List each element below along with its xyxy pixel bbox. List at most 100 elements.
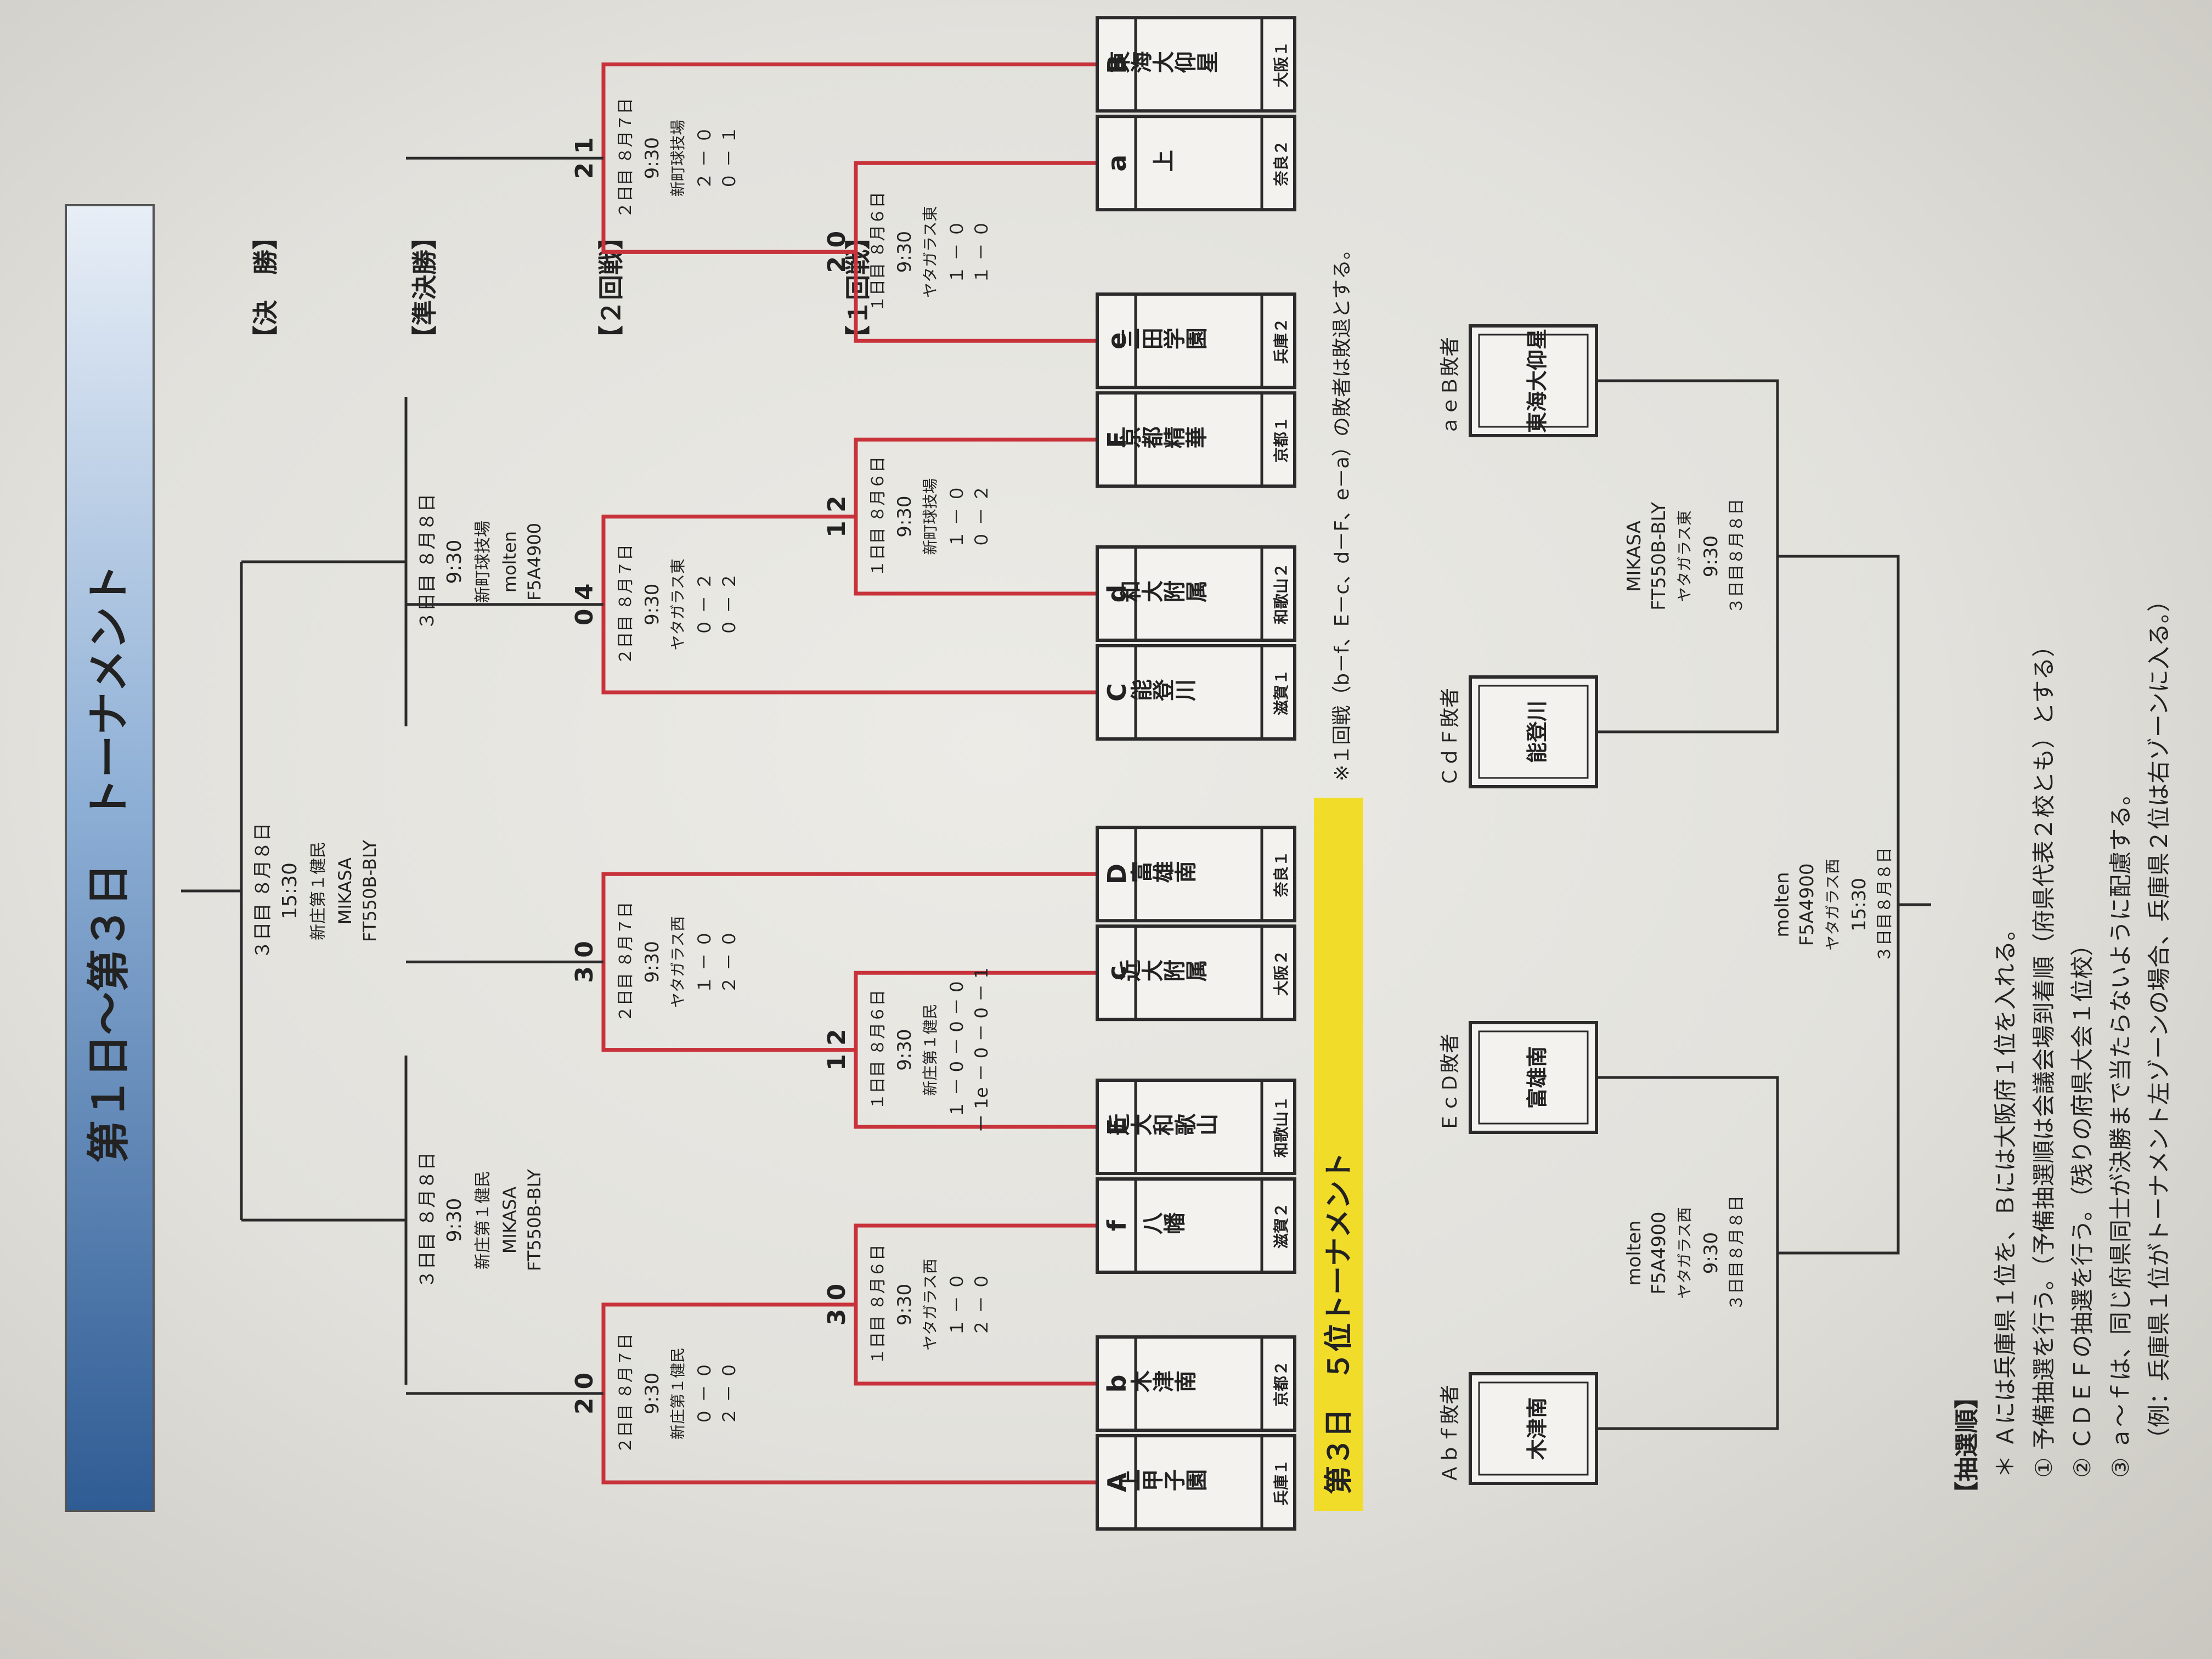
svg-text:molten: molten: [499, 531, 520, 592]
team-pref: 滋賀２: [1272, 1203, 1290, 1249]
team-slot: C: [1102, 683, 1132, 702]
match-time: 9:30: [894, 1029, 916, 1070]
match-time: 15:30: [1848, 878, 1870, 932]
fifth-title-highlight: [1314, 798, 1363, 1511]
match-time: 9:30: [894, 495, 916, 537]
match-date: ３日目８月８日: [1727, 1195, 1746, 1311]
semi-left-info: ３日目 ８月８日 9:30 新庄第１健民 MIKASA FT550B-BLY: [416, 1152, 545, 1289]
team-name: 上甲子園: [1119, 1470, 1207, 1495]
team-name: 近大和歌山: [1108, 1114, 1218, 1139]
match-score-2: ２ － ０: [971, 1273, 992, 1336]
team-name: 八幡: [1141, 1212, 1185, 1238]
team-pref: 兵庫１: [1272, 1459, 1290, 1505]
team-name: 東海大仰星: [1108, 51, 1218, 77]
match-score-1: １ － ０: [946, 1273, 967, 1336]
svg-text:新町球技場: 新町球技場: [473, 521, 493, 603]
match-date: ３日目８月８日: [1875, 847, 1894, 962]
semi-right-info: ３日目 ８月８日 9:30 新町球技場 molten F5A4900: [416, 494, 545, 630]
svg-text:MIKASA: MIKASA: [335, 857, 356, 924]
title-bar: [65, 204, 155, 1512]
match-date: ２日目 ８月７日: [616, 902, 635, 1023]
match-score-2: ２ － ０: [719, 1362, 740, 1425]
match-score-2: ２ － ０: [719, 930, 740, 994]
svg-text:新庄第１健民: 新庄第１健民: [473, 1171, 493, 1269]
svg-text:３日目 ８月８日: ３日目 ８月８日: [252, 823, 274, 960]
draw-heading: 【抽選順】: [1953, 1385, 1981, 1505]
svg-text:３日目 ８月８日: ３日目 ８月８日: [416, 494, 438, 630]
team-slot: B: [1102, 55, 1132, 74]
match-date: １日目 ８月６日: [868, 191, 888, 312]
fifth-box-3: ＣｄＦ敗者 能登川: [1439, 675, 1598, 788]
svg-text:FT550B-BLY: FT550B-BLY: [359, 840, 380, 942]
draw-line-1: ＊ Ａには兵庫県１位を、Ｂには大阪府１位を入れる。: [1992, 918, 2019, 1478]
fifth-box-label: ＥｃＤ敗者: [1439, 1034, 1462, 1132]
team-pref: 和歌山２: [1272, 563, 1290, 624]
match-time: 9:30: [641, 1373, 663, 1414]
match-ball-1: molten: [1623, 1220, 1645, 1285]
semi-left-line: [241, 1056, 408, 1385]
match-date: ２日目 ８月７日: [616, 98, 635, 218]
final-match-info: ３日目 ８月８日 15:30 新庄第１健民 MIKASA FT550B-BLY: [252, 823, 380, 960]
team-name: 上: [1152, 150, 1174, 176]
team-pref: 大阪１: [1272, 41, 1290, 87]
match-time: 9:30: [894, 231, 916, 273]
team-pref: 京都２: [1272, 1361, 1290, 1407]
fifth-place-bracket: Ａｂｆ敗者木津南 ＥｃＤ敗者富雄南 ＣｄＦ敗者 能登川 ａｅＢ敗者東海大仰星 molten…: [1439, 324, 1931, 1485]
svg-text:15:30: 15:30: [279, 862, 301, 919]
match-score-1: ０ － ２: [694, 573, 715, 636]
match-score-1: １ － ０: [694, 930, 715, 994]
fifth-box-4: ａｅＢ敗者東海大仰星: [1439, 324, 1598, 437]
svg-text:FT550B-BLY: FT550B-BLY: [524, 1169, 545, 1271]
team-pref: 奈良１: [1272, 851, 1290, 898]
team-slot: a: [1102, 155, 1132, 172]
match-time: 9:30: [894, 1284, 916, 1325]
match-ball-2: F5A4900: [1648, 1212, 1670, 1295]
fifth-box-name: 能登川: [1525, 701, 1549, 763]
fifth-box-2: ＥｃＤ敗者富雄南: [1439, 1021, 1598, 1134]
match-date: １日目 ８月６日: [868, 456, 888, 577]
fifth-title: 第３日 ５位トーナメント: [1323, 1152, 1356, 1494]
team-box-e: e三田学園兵庫２: [1096, 292, 1296, 390]
team-name: 能登川: [1130, 679, 1196, 705]
match-ball-2: F5A4900: [1796, 864, 1818, 946]
match-time: 9:30: [1700, 1232, 1722, 1274]
match-venue: 新庄第１健民: [669, 1347, 687, 1440]
match-date: ２日目 ８月７日: [616, 1333, 635, 1454]
match-venue: ヤタガラス東: [669, 558, 687, 650]
match-date: ２日目 ８月７日: [616, 544, 635, 665]
team-box-c: c近大附属大阪２: [1096, 924, 1296, 1022]
match-date: ３日目８月８日: [1727, 499, 1746, 614]
match-score-2: ー 1e － 0 － 0 － 1: [971, 967, 992, 1132]
match-ball-2: FT550B-BLY: [1648, 502, 1670, 611]
draw-line-3: ② ＣＤＥＦの抽選を行う。（残りの府県大会１位校）: [2069, 933, 2096, 1478]
svg-text:３日目 ８月８日: ３日目 ８月８日: [416, 1152, 438, 1289]
match-venue: ヤタガラス西: [1824, 859, 1842, 950]
fifth-note: ※１回戦（b－f、E－c、d－F、e－a）の敗者は敗退とする。: [1331, 240, 1353, 781]
svg-text:9:30: 9:30: [443, 540, 466, 584]
team-slot: F: [1102, 431, 1132, 448]
round-label-second: 【２回戦】: [596, 224, 626, 351]
fifth-box-label: ＣｄＦ敗者: [1439, 688, 1462, 787]
draw-line-4: ③ ａ～ｆは、同じ府県同士が決勝まで当たらないように配慮する。: [2107, 782, 2134, 1478]
team-slot: A: [1102, 1472, 1132, 1492]
fifth-line-final: [1778, 555, 1931, 1255]
team-name: 富雄南: [1130, 861, 1196, 887]
fifth-box-label: ａｅＢ敗者: [1439, 337, 1462, 436]
team-box-D: D富雄南奈良１: [1096, 826, 1296, 923]
match-time: 9:30: [641, 584, 663, 625]
fifth-box-1: Ａｂｆ敗者木津南: [1439, 1372, 1598, 1485]
match-venue: ヤタガラス東: [1675, 510, 1694, 602]
svg-text:新庄第１健民: 新庄第１健民: [309, 842, 328, 940]
match-time: 9:30: [1700, 535, 1722, 577]
final-line: [181, 562, 243, 1220]
draw-line-2: ① 予備抽選を行う。（予備抽選順は会議会場到着順（府県代表２校とも）とする）: [2030, 634, 2057, 1478]
